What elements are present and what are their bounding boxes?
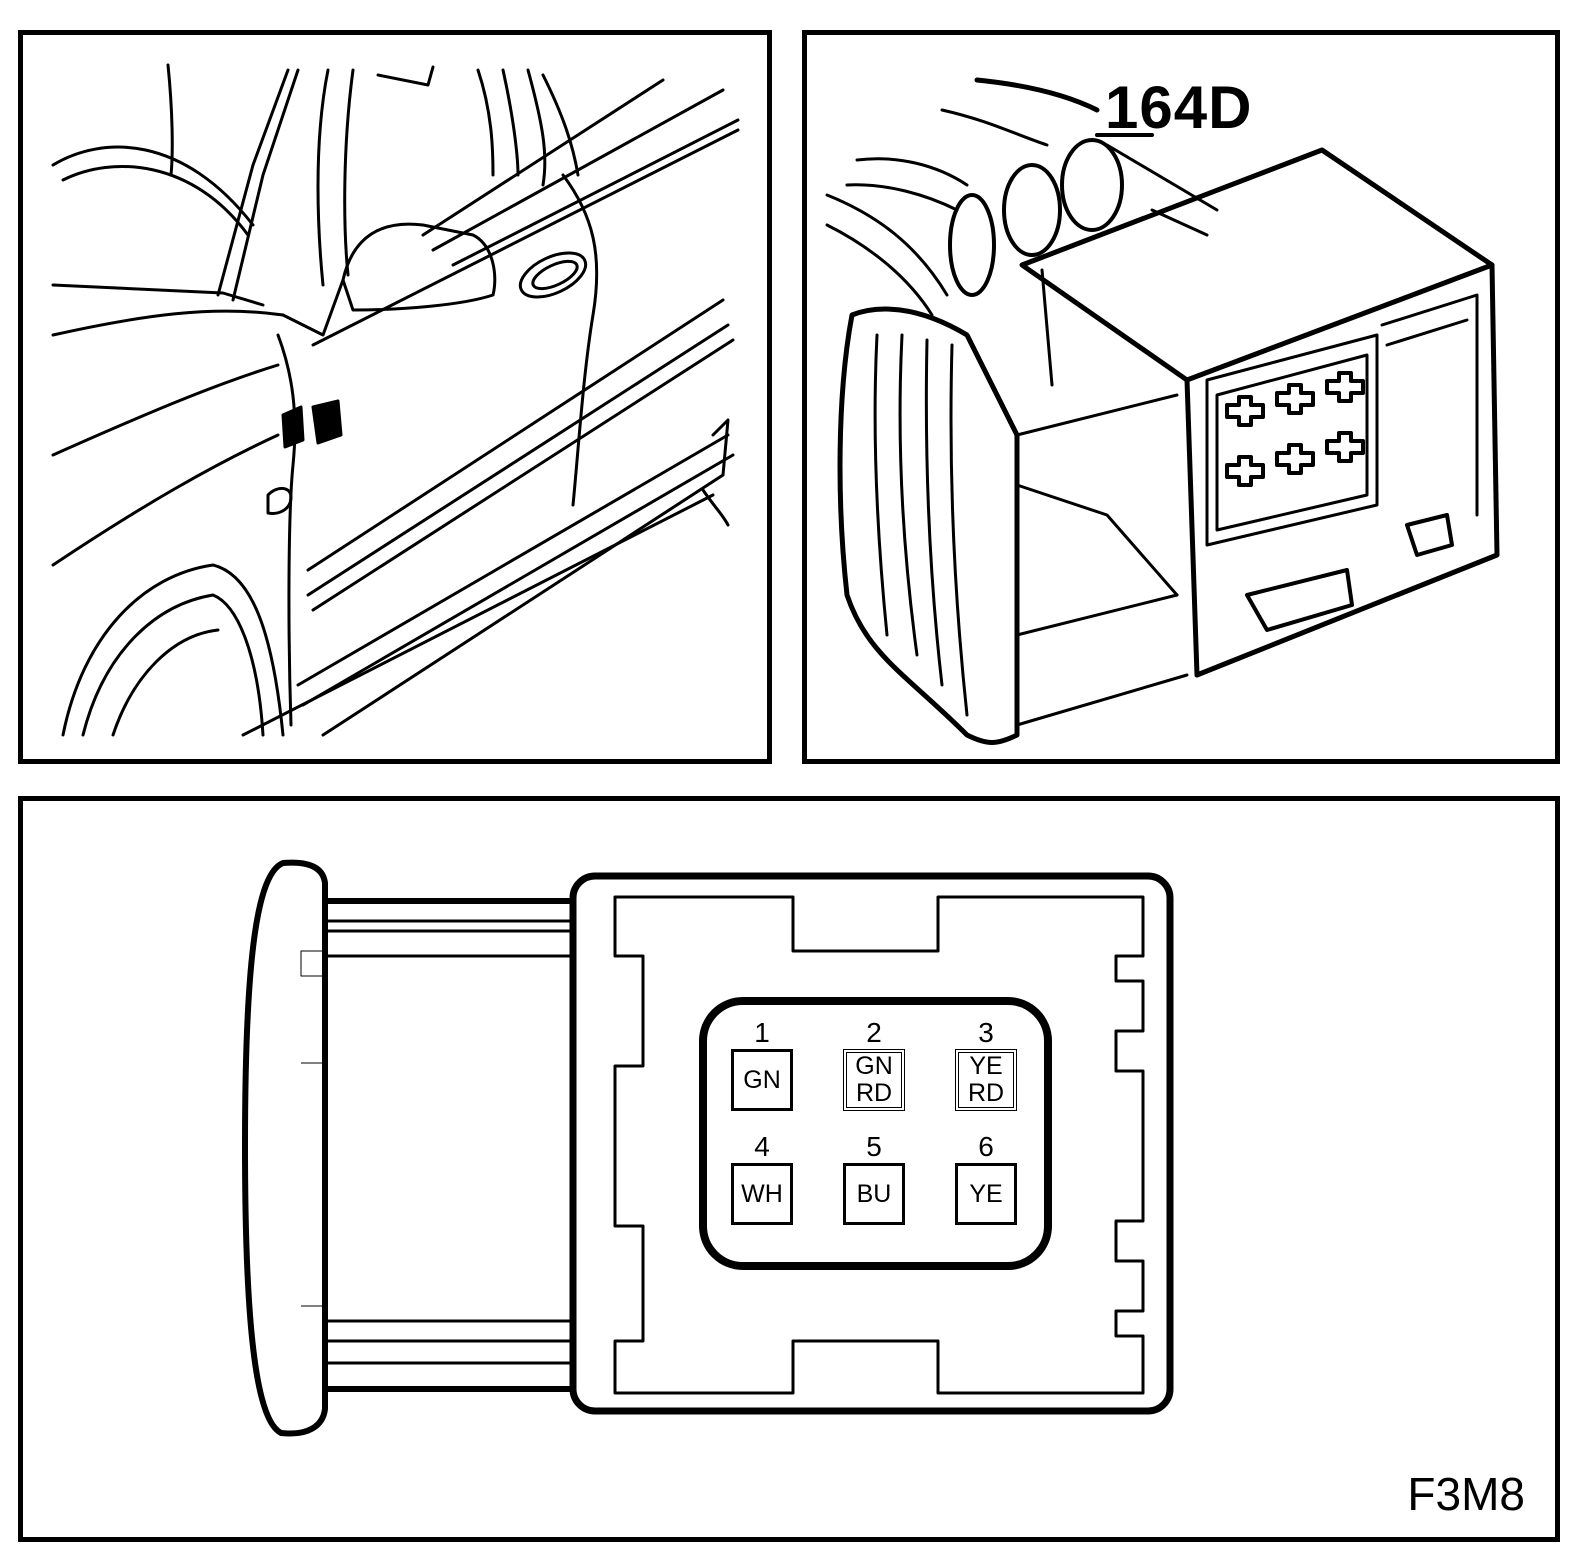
pin-2-color-primary: GN — [855, 1052, 893, 1080]
pin-1-color: GN — [743, 1065, 781, 1094]
vehicle-door-illustration — [51, 63, 740, 737]
figure-code: F3M8 — [1407, 1468, 1525, 1520]
pin-1-number: 1 — [754, 1017, 770, 1048]
pin-2-color-secondary: RD — [855, 1079, 893, 1107]
pin-6-color: YE — [969, 1179, 1003, 1208]
pin-4-color: WH — [741, 1179, 783, 1208]
pin-6-number: 6 — [978, 1131, 994, 1162]
pin-5-cavity: BU — [843, 1163, 905, 1225]
connector-perspective-panel: 164D — [802, 30, 1560, 764]
pin-6-cavity: YE — [955, 1163, 1017, 1225]
pin-5-color: BU — [856, 1179, 892, 1208]
vehicle-location-panel — [18, 30, 772, 764]
pin-1-cavity: GN — [731, 1049, 793, 1111]
connector-perspective-illustration — [825, 77, 1500, 745]
pin-3-color-primary: YE — [969, 1052, 1003, 1080]
connector-id-label: 164D — [1105, 74, 1253, 141]
pin-2-number: 2 — [866, 1017, 882, 1048]
pin-3-cavity: YE RD — [955, 1049, 1017, 1111]
connector-face-outline — [242, 859, 1174, 1437]
pin-4-number: 4 — [754, 1131, 770, 1162]
connector-face-panel: 1 GN 2 GN RD 3 YE RD 4 WH 5 BU 6 YE F3M8 — [18, 796, 1560, 1542]
pin-4-cavity: WH — [731, 1163, 793, 1225]
pin-3-color-secondary: RD — [967, 1079, 1005, 1107]
pin-2-cavity: GN RD — [843, 1049, 905, 1111]
pin-3-number: 3 — [978, 1017, 994, 1048]
pin-5-number: 5 — [866, 1131, 882, 1162]
